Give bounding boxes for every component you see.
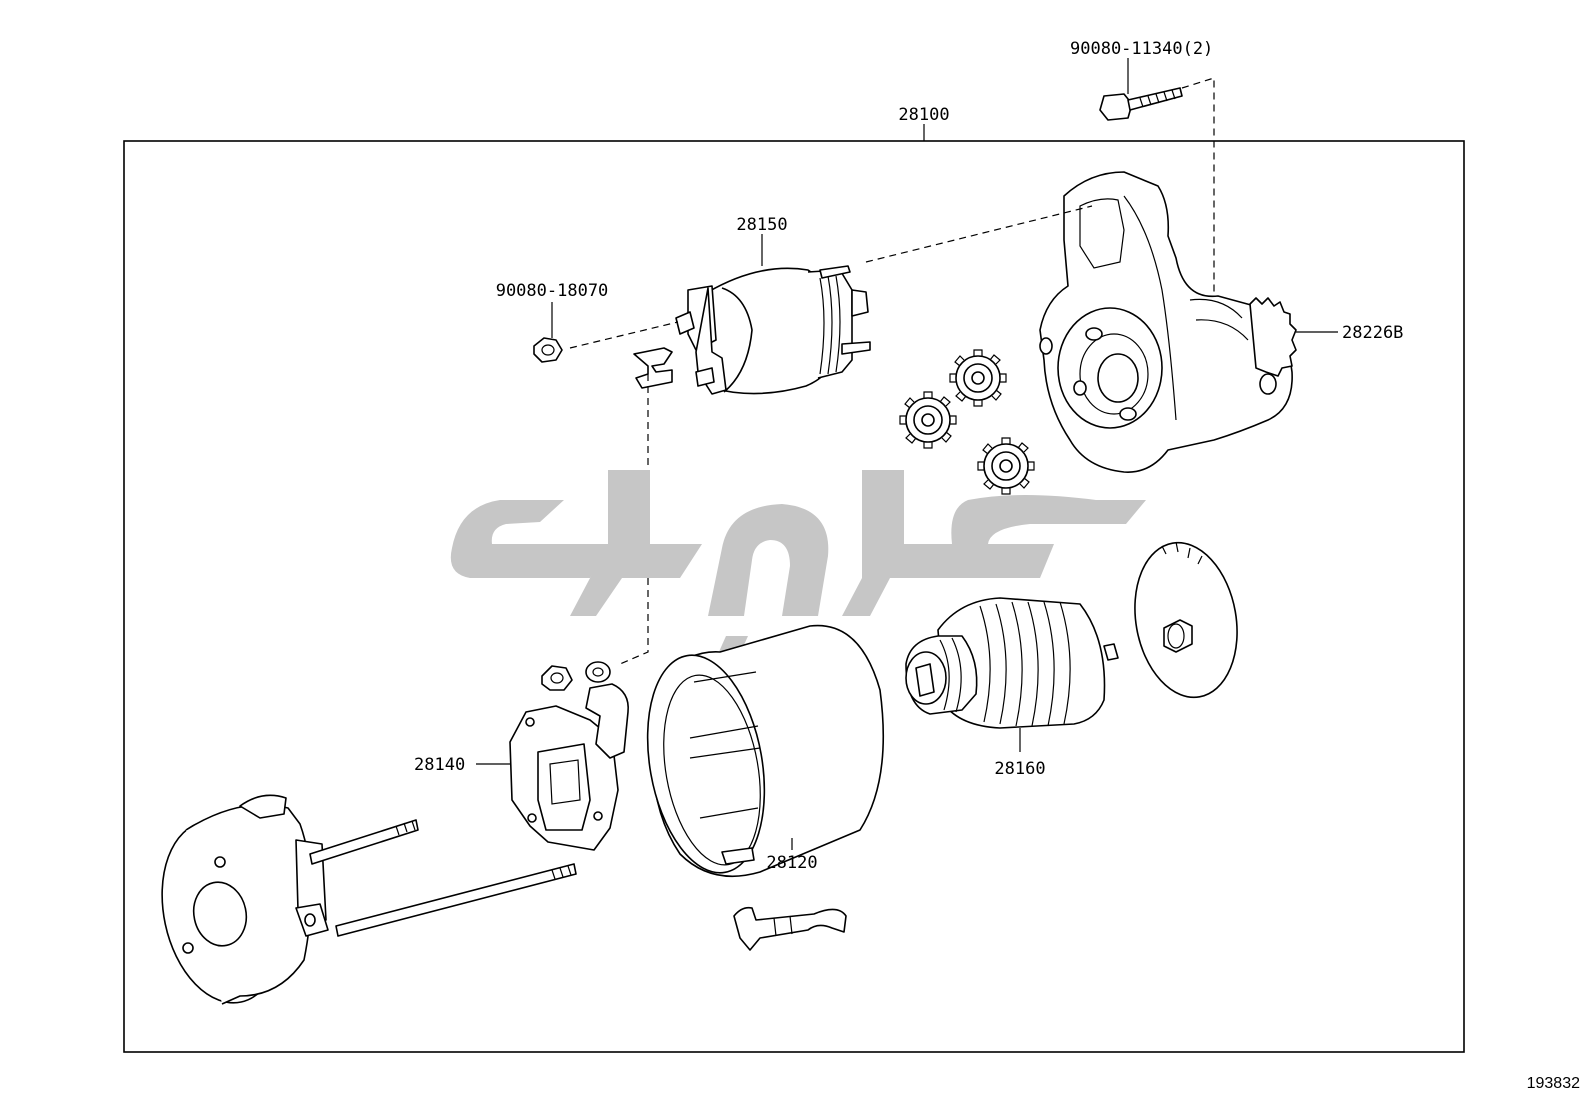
- drive-housing-part[interactable]: [1039, 171, 1293, 473]
- label-28140[interactable]: 28140: [414, 755, 465, 775]
- label-28160[interactable]: 28160: [994, 759, 1045, 779]
- terminal-nut-part[interactable]: [541, 665, 573, 691]
- reference-number: 193832: [1527, 1075, 1580, 1092]
- brush-holder-part[interactable]: [509, 683, 629, 851]
- armature-part[interactable]: [905, 597, 1119, 729]
- watermark-logo: طوپارت: [450, 470, 1146, 654]
- yoke-part[interactable]: [632, 624, 885, 883]
- bolt-part[interactable]: [1099, 87, 1183, 121]
- label-28120[interactable]: 28120: [766, 853, 817, 873]
- label-28100[interactable]: 28100: [898, 105, 949, 125]
- washer-part[interactable]: [585, 661, 611, 683]
- planetary-gear-part[interactable]: [899, 349, 1035, 495]
- label-28150[interactable]: 28150: [736, 215, 787, 235]
- shift-lever-part[interactable]: [733, 906, 847, 951]
- label-90080-11340[interactable]: 90080-11340(2): [1070, 39, 1213, 59]
- end-frame-part[interactable]: [146, 794, 577, 1014]
- pinion-gear-part[interactable]: [1249, 297, 1297, 377]
- assembly-frame: [123, 140, 1465, 1053]
- watermark-text: طوپارت: [800, 499, 804, 501]
- nut-part[interactable]: [533, 337, 563, 363]
- shield-plate-part[interactable]: [1123, 535, 1249, 706]
- label-28226B[interactable]: 28226B: [1342, 323, 1403, 343]
- label-90080-18070[interactable]: 90080-18070: [496, 281, 609, 301]
- magnetic-switch-part[interactable]: [633, 265, 871, 395]
